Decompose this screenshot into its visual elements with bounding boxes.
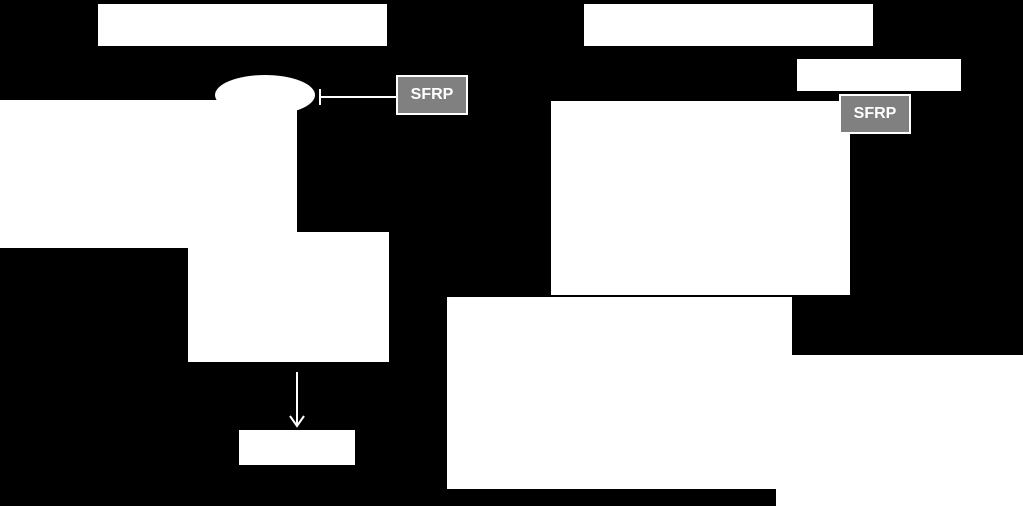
downward-arrow-head xyxy=(289,415,305,428)
right-panel-title-box xyxy=(584,4,873,46)
right-upper-region xyxy=(551,101,850,295)
sfrp-inhibitor-box-right: SFRP xyxy=(839,94,911,134)
left-output-box xyxy=(239,430,355,465)
sfrp-inhibitor-box-left: SFRP xyxy=(396,75,468,115)
right-lower-region-left xyxy=(447,297,792,489)
left-middle-region xyxy=(188,232,389,362)
left-upper-region xyxy=(0,100,297,248)
right-lower-region-right xyxy=(776,355,1023,506)
receptor-ellipse xyxy=(215,75,315,115)
left-panel-title-box xyxy=(98,4,387,46)
sfrp-label-left: SFRP xyxy=(410,86,454,103)
right-ligand-box xyxy=(797,59,961,91)
sfrp-label-right: SFRP xyxy=(853,105,897,122)
